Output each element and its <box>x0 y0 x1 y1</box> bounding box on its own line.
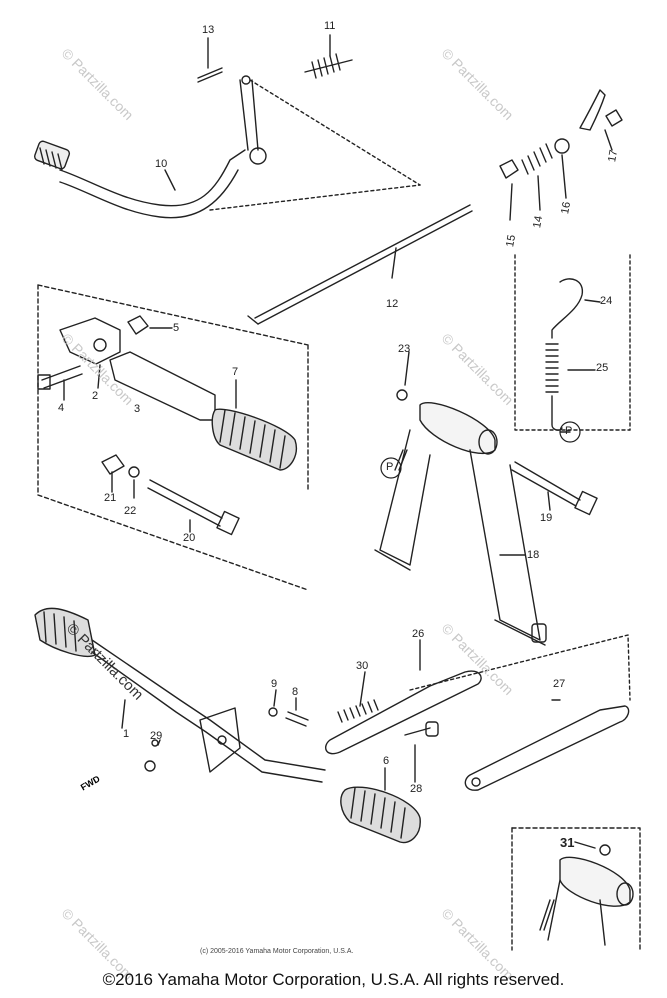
stand-spring-part <box>545 278 584 431</box>
callout-30: 30 <box>356 660 369 672</box>
nut-part-21 <box>101 454 125 475</box>
cotter-pin-part <box>197 67 223 83</box>
callout-11: 11 <box>324 20 336 32</box>
bolt-part-8 <box>285 711 309 727</box>
brake-pedal-part <box>33 75 267 219</box>
callout-3: 3 <box>134 403 141 415</box>
callout-17: 17 <box>606 148 621 164</box>
copyright-small-text: (c) 2005-2016 Yamaha Motor Corporation, … <box>200 948 354 955</box>
callout-4: 4 <box>58 402 65 414</box>
callout-29: 29 <box>150 730 163 742</box>
nut-part <box>127 315 149 335</box>
bolt-part <box>41 365 83 389</box>
inset-box <box>511 827 641 951</box>
copyright-main-text: ©2016 Yamaha Motor Corporation, U.S.A. A… <box>102 970 565 989</box>
callout-10: 10 <box>155 158 168 170</box>
main-footrest-bar-part <box>34 607 326 783</box>
callout-12: 12 <box>386 298 399 310</box>
callout-20: 20 <box>183 532 196 544</box>
callout-22: 22 <box>124 505 137 517</box>
brake-rod-part <box>254 204 473 325</box>
inset-stand-detail <box>539 844 634 946</box>
callout-31: 31 <box>560 835 575 850</box>
callout-p-stand: P <box>386 461 394 473</box>
callout-15: 15 <box>504 233 519 249</box>
callout-24: 24 <box>600 295 613 307</box>
callout-9: 9 <box>271 678 278 690</box>
callout-28: 28 <box>410 783 423 795</box>
washer-part <box>128 466 140 478</box>
brake-spring-part <box>304 53 353 79</box>
callout-26: 26 <box>412 628 425 640</box>
callout-18: 18 <box>527 549 540 561</box>
callout-21: 21 <box>104 492 117 504</box>
callout-8: 8 <box>292 686 299 698</box>
rod-adjuster-parts <box>499 89 623 179</box>
callout-23: 23 <box>398 343 411 355</box>
footrest-bracket-part <box>59 317 121 365</box>
stand-bar-part <box>464 705 630 791</box>
callout-27: 27 <box>553 678 566 690</box>
callout-7: 7 <box>232 366 239 378</box>
center-stand-part <box>374 402 547 646</box>
callout-19: 19 <box>540 512 553 524</box>
callout-6: 6 <box>383 755 390 767</box>
callout-16: 16 <box>559 200 574 216</box>
footrest-rubber-part <box>211 408 297 471</box>
callout-5: 5 <box>173 322 180 334</box>
stand-shaft-part <box>511 461 581 507</box>
callout-13: 13 <box>202 24 215 36</box>
callout-14: 14 <box>531 214 546 230</box>
callout-25: 25 <box>596 362 609 374</box>
callout-1: 1 <box>123 728 130 740</box>
lower-footrest-rubber-part <box>340 786 421 844</box>
callout-p-lower: P <box>565 425 573 437</box>
washer-part-9 <box>268 707 278 717</box>
callout-2: 2 <box>92 390 99 402</box>
side-stand-part <box>325 670 482 755</box>
bolt-part-20 <box>147 479 240 536</box>
grease-nipple-part <box>396 389 408 401</box>
